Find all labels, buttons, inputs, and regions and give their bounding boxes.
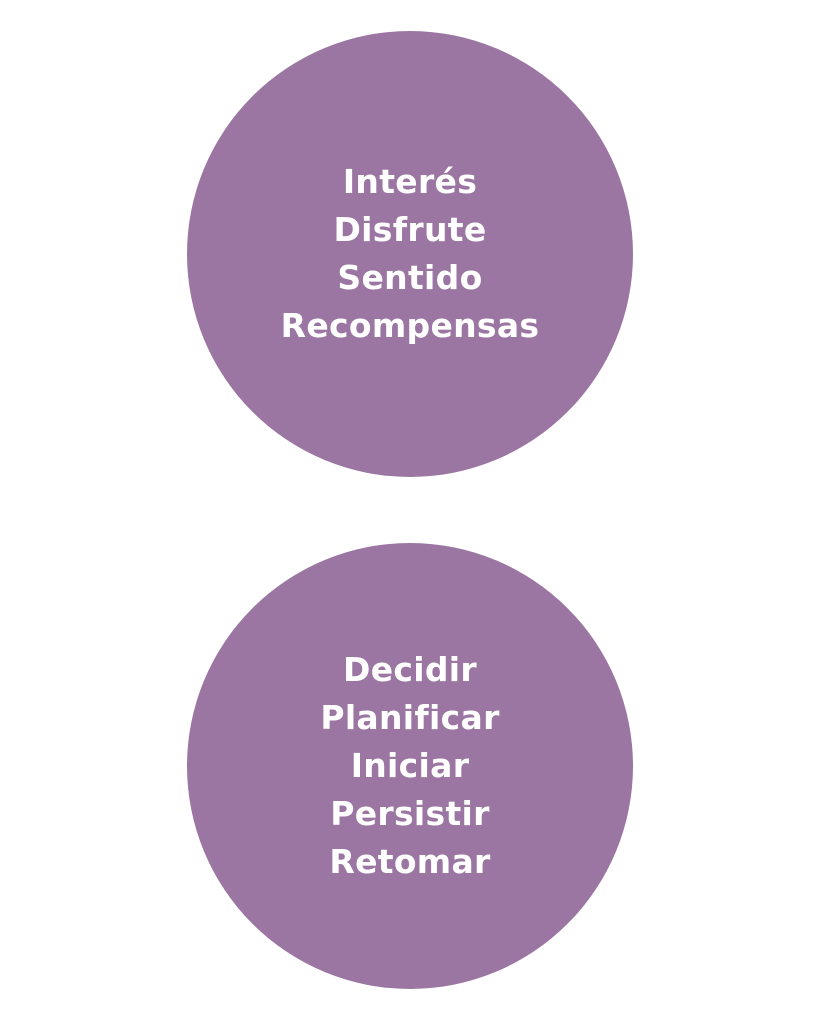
circle-motivation-keywords: Interés Disfrute Sentido Recompensas bbox=[187, 31, 633, 477]
circle-text-block: Decidir Planificar Iniciar Persistir Ret… bbox=[320, 646, 499, 886]
circle-text-line: Decidir bbox=[343, 650, 477, 689]
circle-text-line: Disfrute bbox=[333, 210, 487, 249]
circle-text-line: Iniciar bbox=[350, 746, 470, 785]
circle-text-line: Planificar bbox=[320, 698, 500, 737]
circle-text-line: Retomar bbox=[329, 842, 491, 881]
circle-text-line: Interés bbox=[342, 162, 478, 201]
circle-action-keywords: Decidir Planificar Iniciar Persistir Ret… bbox=[187, 543, 633, 989]
circle-text-line: Persistir bbox=[330, 794, 490, 833]
circle-text-line: Sentido bbox=[337, 258, 483, 297]
circle-text-line: Recompensas bbox=[280, 306, 540, 345]
circle-text-block: Interés Disfrute Sentido Recompensas bbox=[281, 158, 540, 350]
